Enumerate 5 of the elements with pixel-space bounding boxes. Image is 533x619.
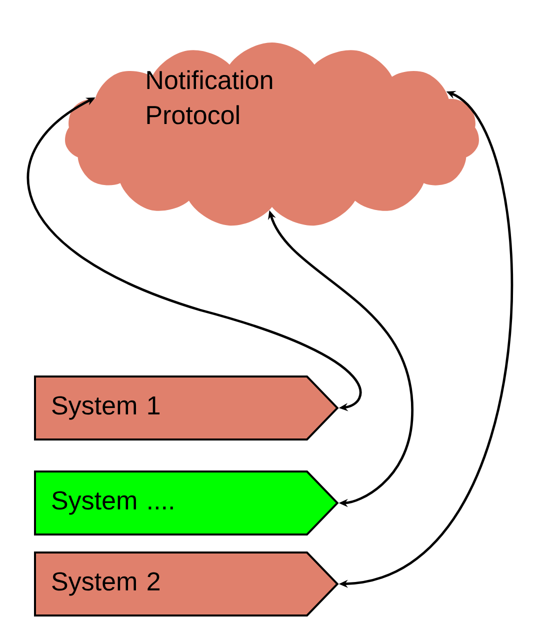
system-box: System .... [34,470,339,536]
cloud-label: Notification Protocol [147,70,272,124]
system-box: System 1 [34,376,339,440]
system-box: System 2 [34,552,339,616]
cloud-shape [65,42,479,226]
